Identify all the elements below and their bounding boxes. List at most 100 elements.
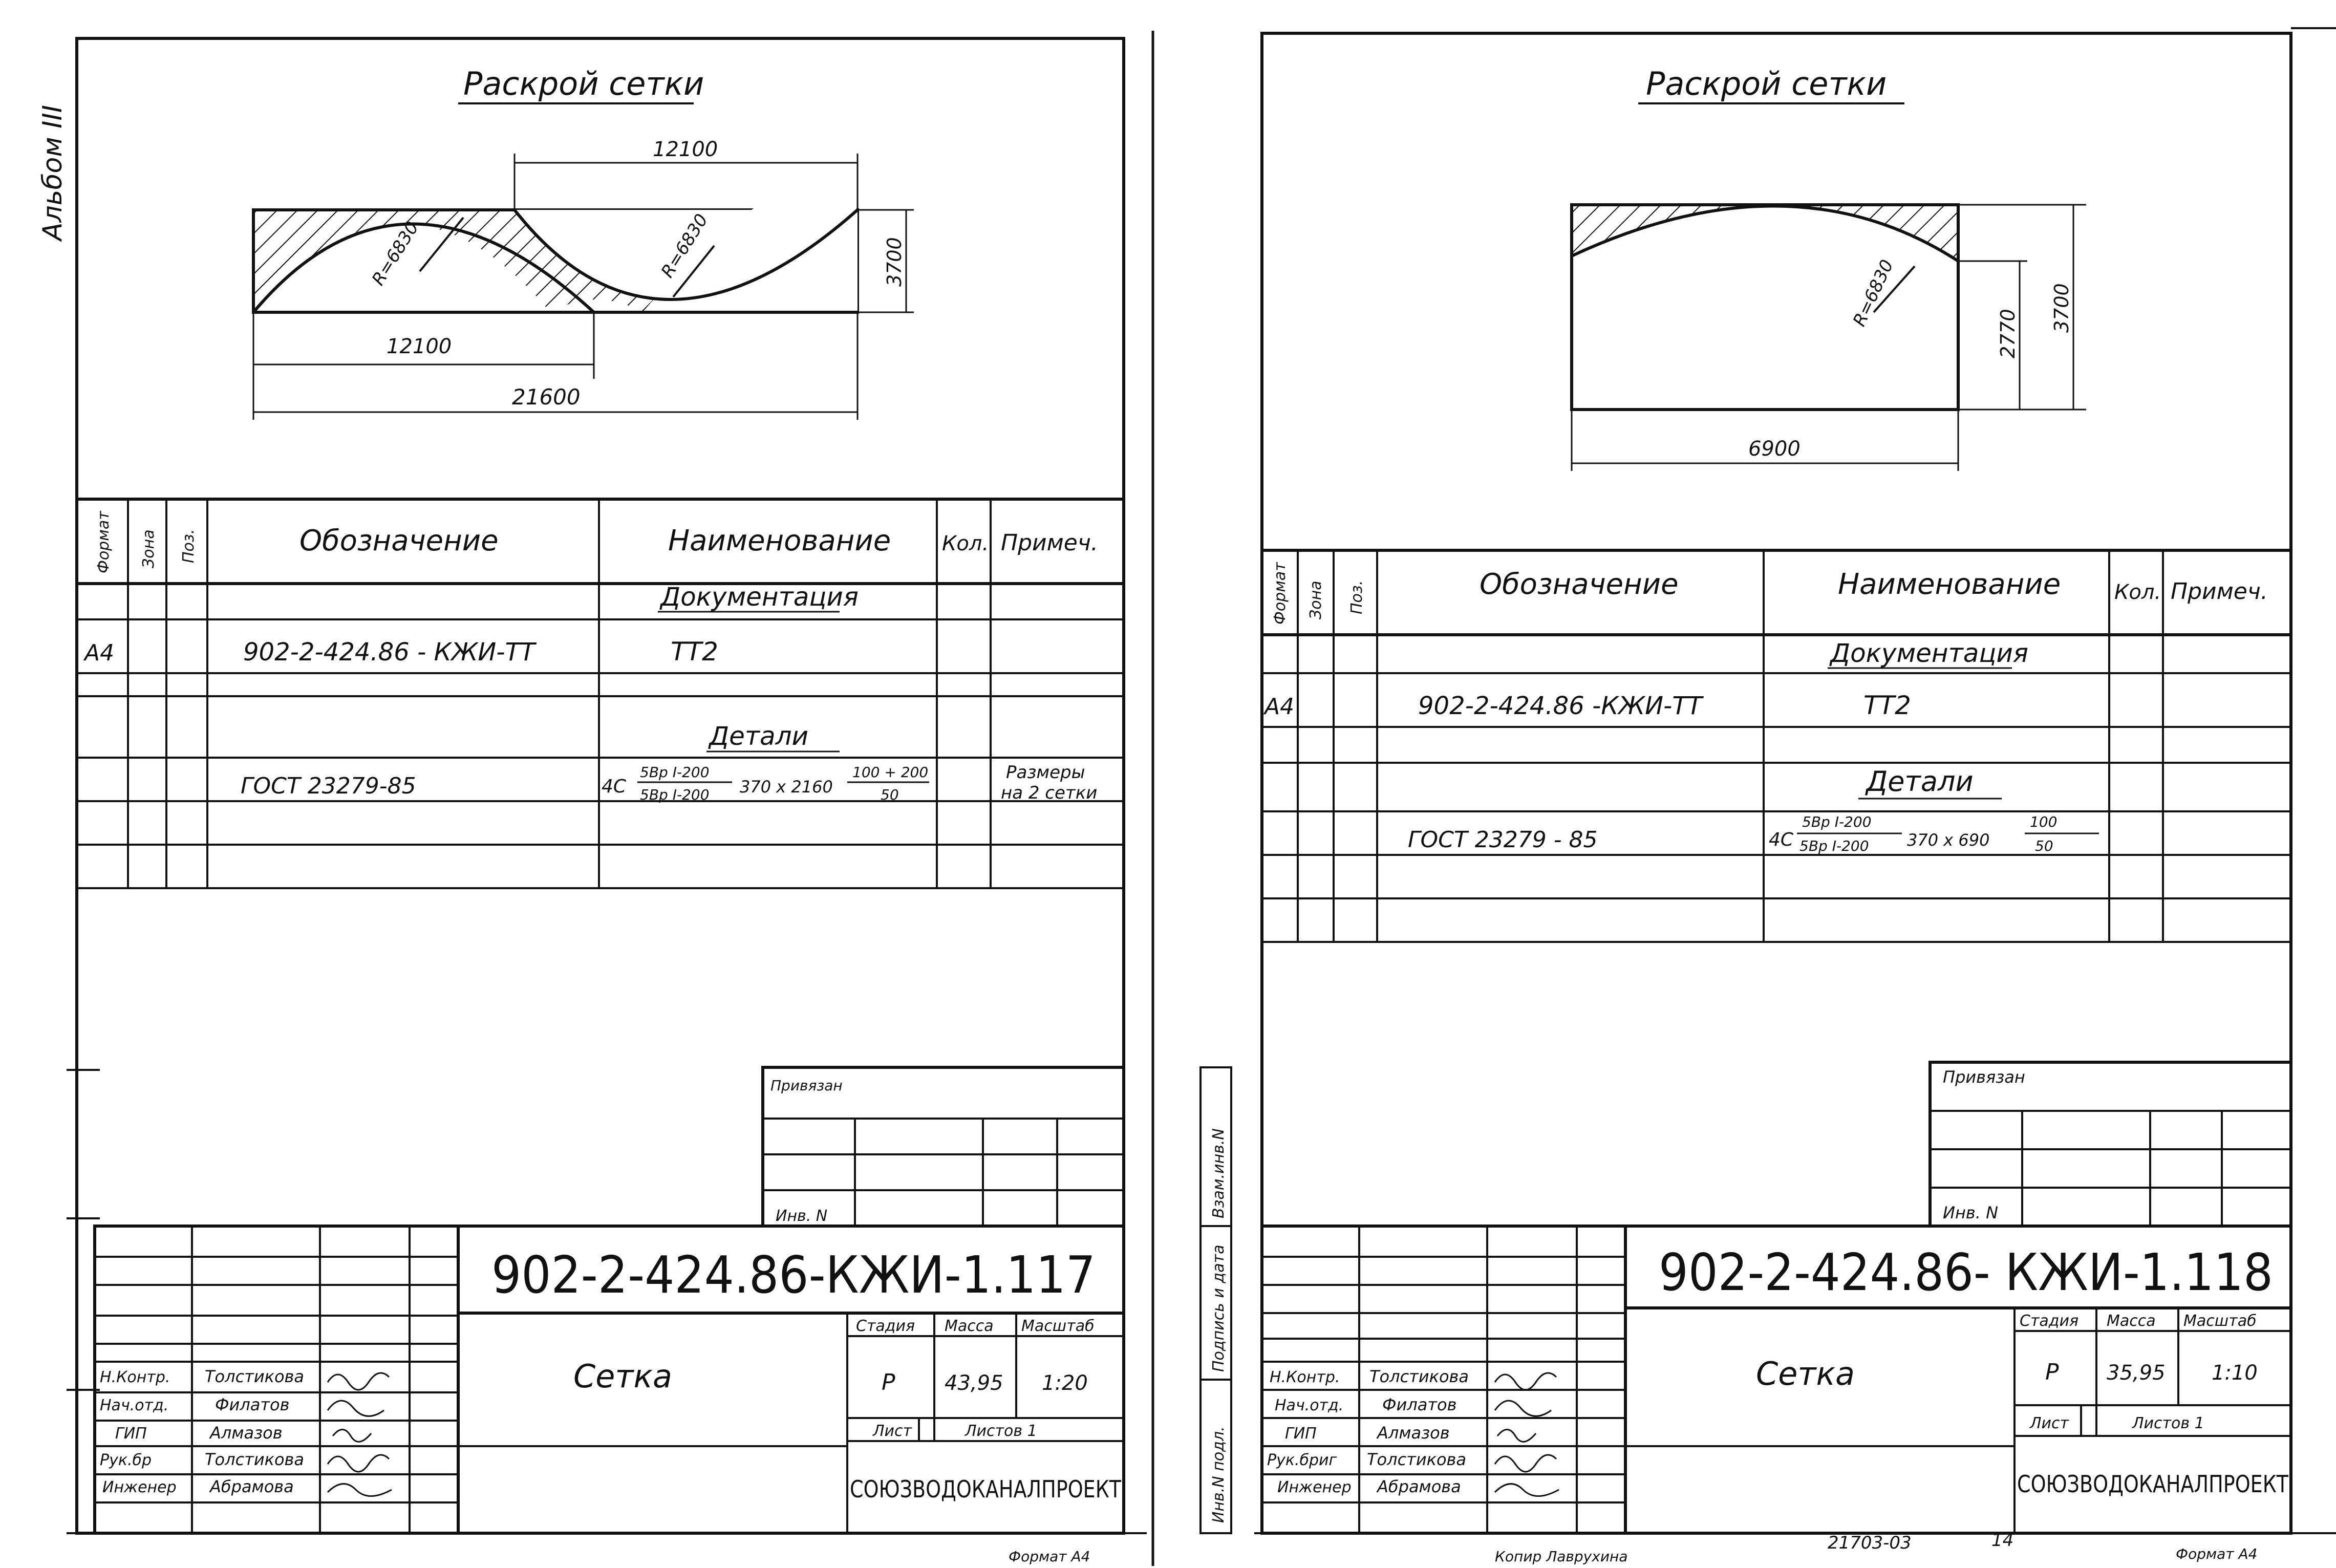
name-5: Абрамова xyxy=(209,1477,294,1496)
col-zone: Зона xyxy=(1307,581,1325,619)
stage-header: Стадия xyxy=(856,1317,915,1335)
spec-table xyxy=(1262,549,2291,943)
col-name: Наименование xyxy=(668,524,891,557)
name-2: Филатов xyxy=(215,1395,289,1414)
sheet-right: Раскрой сетки R=6830 2770 3700 6900 xyxy=(1199,27,2336,1565)
col-designation: Обозначение xyxy=(1480,568,1679,601)
signatures xyxy=(327,1372,392,1497)
role-1: Н.Контр. xyxy=(100,1368,170,1386)
cutting-diagram: R=6830 R=6830 12100 3700 12100 21600 xyxy=(252,138,914,420)
part-fraction-bottom: 5Вр I-200 xyxy=(640,786,710,803)
role-5: Инженер xyxy=(102,1478,177,1496)
name-4: Толстикова xyxy=(1367,1450,1466,1469)
sheet-left: Раскрой сетки R=6830 R=6830 12100 3700 xyxy=(67,37,1147,1565)
role-1: Н.Контр. xyxy=(1270,1368,1340,1386)
col-format: Формат xyxy=(1271,562,1289,625)
mass-header: Масса xyxy=(945,1317,994,1335)
name-5: Абрамова xyxy=(1376,1477,1461,1496)
organization: СОЮЗВОДОКАНАЛПРОЕКТ xyxy=(2017,1470,2289,1498)
side-stamp-signature: Подпись и дата xyxy=(1210,1245,1228,1372)
col-pos: Поз. xyxy=(1348,581,1366,614)
col-qty: Кол. xyxy=(942,532,989,555)
role-2: Нач.отд. xyxy=(100,1397,168,1414)
drawing-code: 902-2-424.86- КЖИ-1.118 xyxy=(1659,1242,2273,1302)
drawing-code: 902-2-424.86-КЖИ-1.117 xyxy=(491,1245,1096,1305)
col-pos: Поз. xyxy=(180,529,198,563)
part-fraction-top: 5Вр I-200 xyxy=(640,764,710,781)
name-1: Толстикова xyxy=(1369,1367,1469,1386)
footer-format: Формат А4 xyxy=(1009,1548,1090,1565)
side-stamp-replace: Взам.инв.N xyxy=(1210,1128,1228,1218)
name-2: Филатов xyxy=(1382,1395,1456,1414)
scale-value: 1:10 xyxy=(2212,1361,2258,1385)
side-stamp-inv: Инв.N подл. xyxy=(1210,1426,1228,1523)
scale-header: Масштаб xyxy=(1021,1317,1095,1335)
part-fraction2-top: 100 xyxy=(2030,813,2057,830)
dim-width: 6900 xyxy=(1748,437,1801,461)
mass-value: 35,95 xyxy=(2107,1361,2166,1385)
section-parts: Детали xyxy=(1865,765,1974,798)
doc-format: А4 xyxy=(83,640,114,666)
part-note-2: на 2 сетки xyxy=(1001,783,1097,803)
section-parts: Детали xyxy=(708,721,808,751)
name-3: Алмазов xyxy=(209,1423,283,1443)
footer-format: Формат А4 xyxy=(2176,1545,2257,1562)
mesh-outline xyxy=(1570,203,1960,411)
dim-height: 3700 xyxy=(2050,283,2073,333)
cutting-diagram: R=6830 2770 3700 6900 xyxy=(1570,203,2086,471)
section-documentation: Документация xyxy=(1829,638,2028,668)
title-block xyxy=(93,1225,1125,1535)
dim-height: 3700 xyxy=(883,237,906,287)
name-3: Алмазов xyxy=(1376,1423,1450,1443)
doc-designation: 902-2-424.86 -КЖИ-ТТ xyxy=(1418,692,1704,720)
col-zone: Зона xyxy=(140,529,158,568)
privyazan-label: Привязан xyxy=(1943,1067,2025,1087)
album-label: Альбом III xyxy=(37,105,68,242)
role-4: Рук.бр xyxy=(100,1451,152,1469)
role-4: Рук.бриг xyxy=(1267,1451,1337,1469)
stage-value: Р xyxy=(2045,1359,2059,1385)
privyazan-label: Привязан xyxy=(770,1077,843,1094)
part-prefix: 4С xyxy=(1769,829,1794,850)
part-fraction-bottom: 5Вр I-200 xyxy=(1799,837,1869,854)
part-fraction-top: 5Вр I-200 xyxy=(1802,813,1872,830)
role-2: Нач.отд. xyxy=(1275,1397,1343,1414)
part-fraction2-bottom: 50 xyxy=(881,786,899,803)
doc-name: ТТ2 xyxy=(671,637,718,667)
mass-value: 43,95 xyxy=(945,1371,1003,1395)
part-fraction2-bottom: 50 xyxy=(2035,837,2053,854)
scale-header: Масштаб xyxy=(2183,1312,2257,1330)
doc-format: А4 xyxy=(1263,694,1294,720)
footer-number: 21703-03 xyxy=(1828,1533,1912,1553)
drawing-name: Сетка xyxy=(573,1358,672,1395)
dim-bottom-left: 12100 xyxy=(387,335,452,358)
part-size: 370 x 2160 xyxy=(740,777,833,797)
stage-value: Р xyxy=(882,1369,895,1395)
side-stamp xyxy=(1199,1066,1232,1534)
col-note: Примеч. xyxy=(2171,578,2268,605)
name-4: Толстикова xyxy=(205,1450,304,1469)
section-documentation: Документация xyxy=(659,582,859,612)
stage-header: Стадия xyxy=(2020,1312,2078,1330)
doc-designation: 902-2-424.86 - КЖИ-ТТ xyxy=(243,638,537,667)
sheets-header: Листов 1 xyxy=(2132,1414,2204,1432)
part-size: 370 x 690 xyxy=(1907,830,1989,850)
role-5: Инженер xyxy=(1277,1478,1352,1496)
part-prefix: 4С xyxy=(602,776,627,797)
col-format: Формат xyxy=(95,510,113,573)
title-block xyxy=(1260,1225,2292,1535)
part-fraction2-top: 100 + 200 xyxy=(852,764,928,781)
sheets-header: Листов 1 xyxy=(965,1422,1037,1440)
col-name: Наименование xyxy=(1838,568,2061,601)
footer-copyist: Копир Лаврухина xyxy=(1495,1548,1627,1565)
sheet-header: Лист xyxy=(2029,1414,2070,1432)
mass-header: Масса xyxy=(2107,1312,2156,1330)
inv-label: Инв. N xyxy=(1943,1203,1998,1222)
drawing-title: Раскрой сетки xyxy=(1646,65,1887,102)
inv-label: Инв. N xyxy=(776,1207,827,1225)
dim-top: 12100 xyxy=(653,138,718,161)
spec-table xyxy=(77,498,1124,889)
col-designation: Обозначение xyxy=(299,524,499,557)
name-1: Толстикова xyxy=(205,1367,304,1386)
doc-name: ТТ2 xyxy=(1863,691,1911,720)
